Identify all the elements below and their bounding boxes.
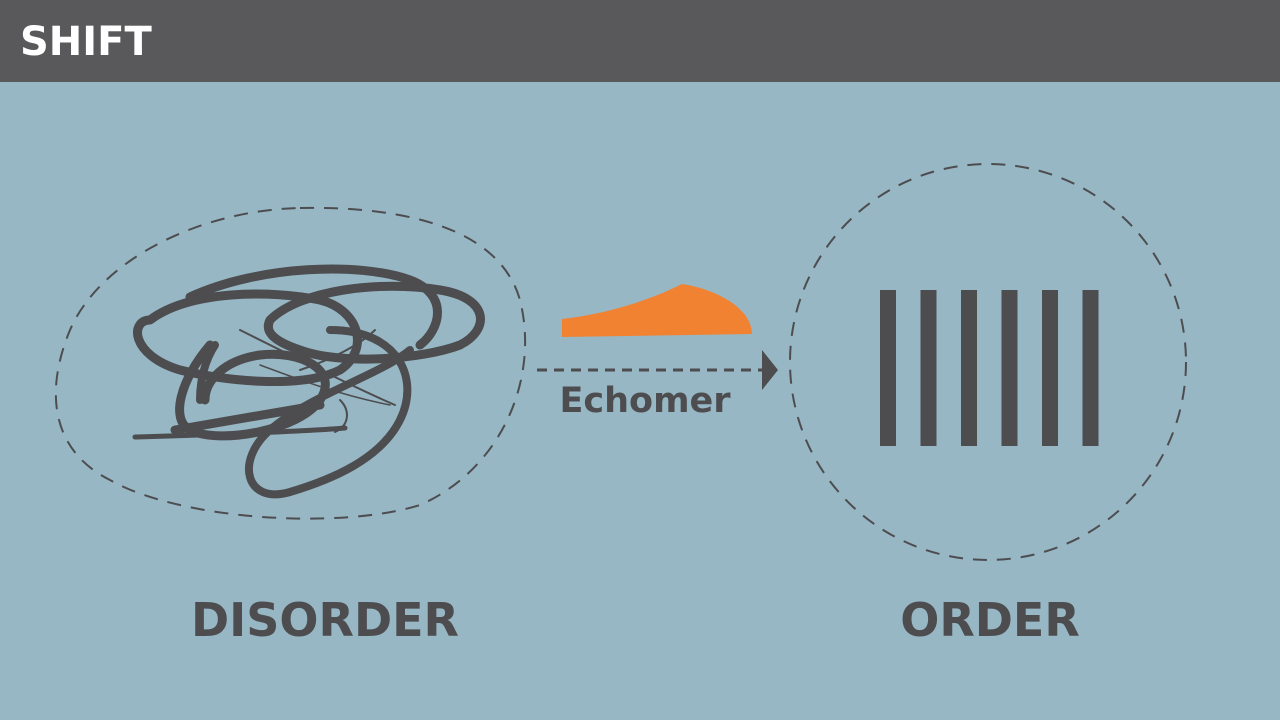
- page-title: SHIFT: [20, 19, 152, 65]
- disorder-boundary: [54, 206, 527, 520]
- title-bar: SHIFT: [0, 0, 1280, 82]
- order-label: ORDER: [900, 593, 1080, 647]
- order-bar: [961, 290, 977, 446]
- order-bar: [880, 290, 896, 446]
- order-bar: [1042, 290, 1058, 446]
- order-bar: [1001, 290, 1018, 446]
- order-bar: [1082, 290, 1099, 446]
- echomer-shape: [562, 284, 752, 337]
- transition-arrowhead-icon: [762, 350, 778, 390]
- disorder-label: DISORDER: [191, 593, 459, 647]
- tangled-scribble-icon: [132, 264, 485, 499]
- diagram: [54, 163, 1187, 561]
- order-boundary: [789, 163, 1187, 561]
- vertical-bars-icon: [880, 290, 1099, 446]
- order-bar: [920, 290, 937, 446]
- echomer-label: Echomer: [559, 381, 731, 421]
